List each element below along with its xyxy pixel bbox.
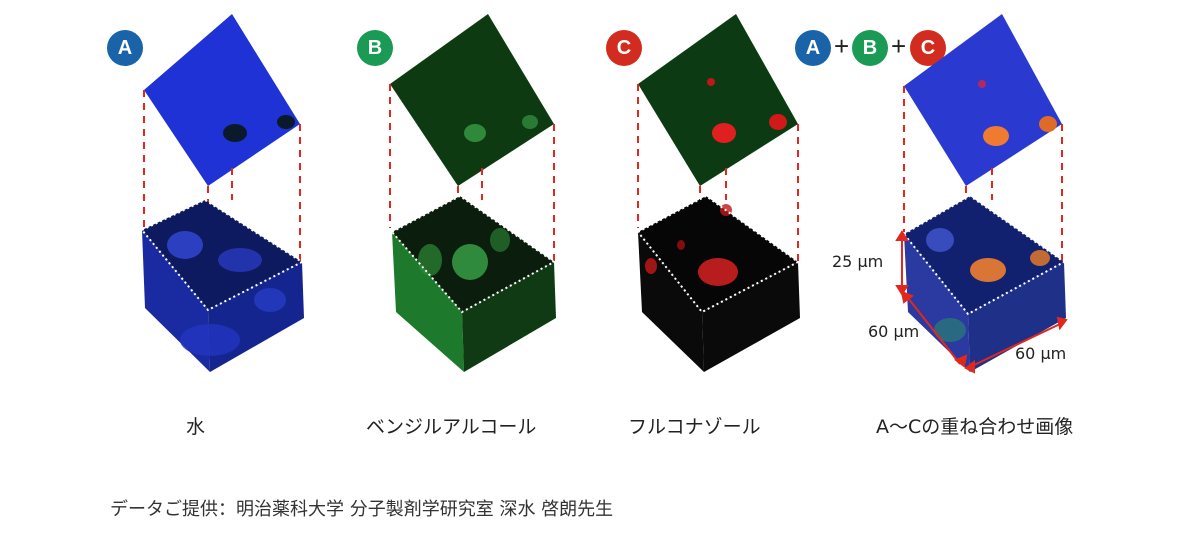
spot-a2 — [277, 115, 295, 129]
badge-overlay-a: A — [795, 30, 831, 66]
caption-fluconazole: フルコナゾール — [628, 416, 761, 438]
slice-outline-b — [391, 194, 556, 314]
data-credit: データご提供：明治薬科大学 分子製剤学研究室 深水 啓朗先生 — [110, 499, 614, 520]
confocal-figure-overlay — [895, 14, 1068, 374]
panel-overlay: A + B + C — [795, 0, 1140, 460]
dimension-depth-label: 60 μm — [868, 322, 920, 341]
dimension-width-label: 60 μm — [1015, 344, 1067, 363]
slice-outline-a — [141, 198, 305, 312]
panel-benzyl-alcohol: B ベンジルアルコール — [340, 0, 640, 460]
caption-benzyl-alcohol: ベンジルアルコール — [366, 416, 537, 438]
confocal-figure-a — [141, 14, 305, 372]
plus-1: + — [834, 31, 850, 61]
cube-right-overlay — [968, 262, 1066, 372]
panel-water: A 水 — [90, 0, 390, 460]
cube-top-c — [638, 196, 798, 312]
spot-c1 — [712, 123, 736, 143]
cube-right-c — [702, 262, 800, 372]
slice-outline-c — [637, 194, 800, 314]
dimension-height-label: 25 μm — [832, 252, 884, 271]
cube-left-b — [392, 232, 464, 372]
spot-c2 — [769, 114, 787, 130]
badge-a: A — [107, 30, 143, 66]
spot-overlay2 — [1039, 116, 1057, 132]
spot-overlay1 — [983, 126, 1009, 146]
cube-right-b — [462, 262, 556, 372]
plus-2: + — [891, 31, 907, 61]
cube-top-overlay — [904, 196, 1064, 314]
badge-overlay-b: B — [852, 30, 888, 66]
caption-overlay: A～Cの重ね合わせ画像 — [876, 416, 1074, 438]
top-slice-c — [638, 14, 798, 186]
spot-b1 — [464, 124, 486, 142]
top-slice-overlay — [904, 14, 1062, 186]
badge-b: B — [357, 30, 393, 66]
confocal-figure-c — [637, 14, 800, 372]
slice-outline-overlay — [903, 194, 1066, 316]
spot-a1 — [223, 124, 247, 142]
confocal-figure-b — [389, 14, 556, 372]
top-slice-a — [144, 14, 300, 186]
top-slice-b — [390, 14, 554, 186]
spot-b2 — [522, 115, 538, 129]
caption-water: 水 — [186, 416, 206, 438]
badge-c: C — [606, 30, 642, 66]
panel-fluconazole: C フルコナゾール — [586, 0, 886, 460]
